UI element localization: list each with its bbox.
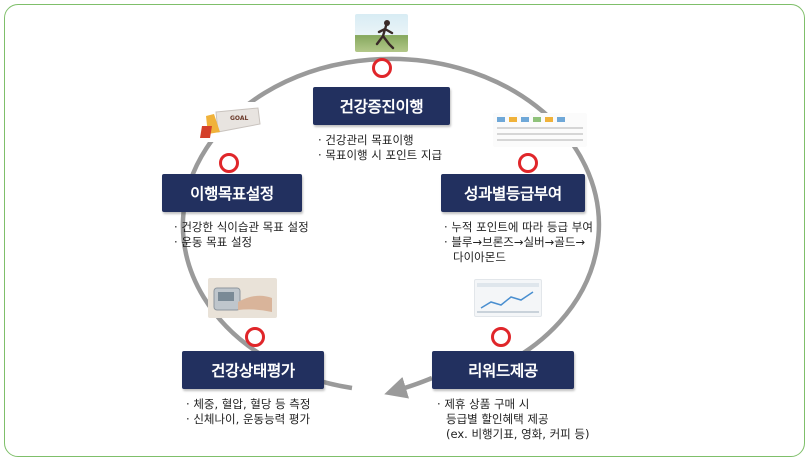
stage-reward-details: 제휴 상품 구매 시 등급별 할인혜택 제공 (ex. 비행기표, 영화, 커피… <box>437 397 589 442</box>
bullet-item: 목표이행 시 포인트 지급 <box>318 148 442 163</box>
stage-health-assessment: 건강상태평가 <box>182 351 324 389</box>
bullet-item: 건강관리 목표이행 <box>318 133 442 148</box>
bullet-continuation: 다이아몬드 <box>453 250 506 264</box>
device-thumbnail <box>208 278 277 318</box>
bullet-continuation: (ex. 비행기표, 영화, 커피 등) <box>446 427 590 441</box>
runner-icon <box>375 20 395 50</box>
chart-thumbnail <box>474 279 542 317</box>
bullet-item: 신체나이, 운동능력 평가 <box>186 412 310 427</box>
stage-grade-assignment-details: 누적 포인트에 따라 등급 부여 블루→브론즈→실버→골드→ 다이아몬드 <box>444 220 593 265</box>
svg-text:GOAL: GOAL <box>230 115 249 122</box>
cycle-arc <box>180 56 602 391</box>
runner-thumbnail <box>355 14 408 52</box>
cycle-node-upper-left <box>219 153 239 173</box>
return-arrow <box>384 375 433 399</box>
blood-pressure-device-icon <box>213 287 272 312</box>
cycle-node-lower-right <box>491 327 511 347</box>
stage-goal-setting: 이행목표설정 <box>162 174 302 212</box>
bullet-item: 누적 포인트에 따라 등급 부여 <box>444 220 593 235</box>
cycle-node-lower-left <box>245 327 265 347</box>
chart-icon <box>477 283 539 313</box>
goal-thumbnail: GOAL <box>196 102 264 142</box>
bullet-item: 제휴 상품 구매 시 <box>437 397 589 412</box>
bullet-item: 체중, 혈압, 혈당 등 측정 <box>186 397 310 412</box>
stage-health-assessment-details: 체중, 혈압, 혈당 등 측정 신체나이, 운동능력 평가 <box>186 397 310 427</box>
diagram-frame <box>4 4 805 457</box>
cycle-node-top <box>372 58 392 78</box>
bullet-continuation: 등급별 할인혜택 제공 <box>446 412 549 426</box>
grade-thumbnail <box>493 113 587 147</box>
grade-table-icon <box>497 117 583 141</box>
bullet-item: 운동 목표 설정 <box>174 235 309 250</box>
stage-health-promotion-details: 건강관리 목표이행 목표이행 시 포인트 지급 <box>318 133 442 163</box>
goal-icon: GOAL <box>200 107 261 138</box>
bullet-item: 블루→브론즈→실버→골드→ <box>444 235 593 250</box>
stage-goal-setting-details: 건강한 식이습관 목표 설정 운동 목표 설정 <box>174 220 309 250</box>
stage-reward: 리워드제공 <box>432 351 574 389</box>
stage-health-promotion: 건강증진이행 <box>313 87 450 125</box>
cycle-node-upper-right <box>518 153 538 173</box>
stage-grade-assignment: 성과별등급부여 <box>441 174 585 212</box>
bullet-item: 건강한 식이습관 목표 설정 <box>174 220 308 235</box>
